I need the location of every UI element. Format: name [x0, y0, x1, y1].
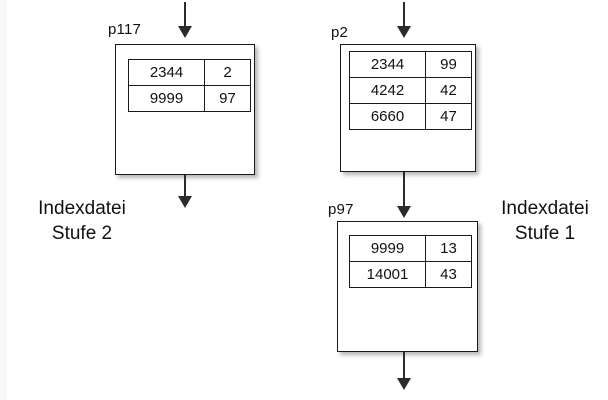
table-row: 2344 99	[349, 51, 472, 78]
table-row: 9999 97	[128, 85, 251, 112]
arrow-into-p117	[178, 2, 192, 38]
arrow-into-p2	[397, 2, 411, 38]
table-row: 4242 42	[349, 77, 472, 104]
page-edge-strip	[0, 0, 7, 400]
arrow-head	[397, 378, 411, 390]
table-row: 14001 43	[349, 261, 472, 288]
caption-right-line1: Indexdatei	[501, 198, 589, 219]
entry-key: 9999	[128, 85, 205, 112]
entry-key: 2344	[349, 51, 426, 78]
arrow-head	[178, 26, 192, 38]
node-label-p2: p2	[331, 24, 349, 41]
entry-key: 14001	[349, 261, 426, 288]
arrow-p2-to-p97	[397, 172, 411, 218]
arrow-head	[397, 26, 411, 38]
node-label-p97: p97	[328, 201, 354, 218]
entry-key: 4242	[349, 77, 426, 104]
arrow-shaft	[184, 2, 186, 27]
arrow-shaft	[403, 172, 405, 207]
entry-table-p2: 2344 99 4242 42 6660 47	[349, 51, 472, 130]
entry-value: 99	[425, 51, 472, 78]
node-box-p2[interactable]: 2344 99 4242 42 6660 47	[340, 44, 476, 172]
table-row: 9999 13	[349, 235, 472, 262]
node-box-p117[interactable]: 2344 2 9999 97	[115, 44, 255, 175]
caption-left: Indexdatei Stufe 2	[12, 196, 152, 246]
entry-table-p97: 9999 13 14001 43	[349, 235, 472, 288]
caption-right: Indexdatei Stufe 1	[490, 196, 600, 246]
entry-value: 2	[204, 59, 251, 86]
entry-key: 9999	[349, 235, 426, 262]
arrow-shaft	[184, 175, 186, 197]
entry-table-p117: 2344 2 9999 97	[128, 59, 251, 112]
caption-left-line2: Stufe 2	[51, 223, 113, 244]
arrow-out-of-p97	[397, 352, 411, 390]
caption-left-line1: Indexdatei	[38, 198, 126, 219]
entry-value: 97	[204, 85, 251, 112]
entry-value: 47	[425, 103, 472, 130]
arrow-out-of-p117	[178, 175, 192, 208]
arrow-head	[397, 206, 411, 218]
table-row: 6660 47	[349, 103, 472, 130]
arrow-shaft	[403, 2, 405, 27]
entry-key: 2344	[128, 59, 205, 86]
node-label-p117: p117	[108, 21, 142, 38]
table-row: 2344 2	[128, 59, 251, 86]
entry-value: 13	[425, 235, 472, 262]
caption-right-line2: Stufe 1	[514, 223, 576, 244]
node-box-p97[interactable]: 9999 13 14001 43	[337, 221, 478, 352]
entry-key: 6660	[349, 103, 426, 130]
arrow-head	[178, 196, 192, 208]
entry-value: 43	[425, 261, 472, 288]
arrow-shaft	[403, 352, 405, 379]
entry-value: 42	[425, 77, 472, 104]
